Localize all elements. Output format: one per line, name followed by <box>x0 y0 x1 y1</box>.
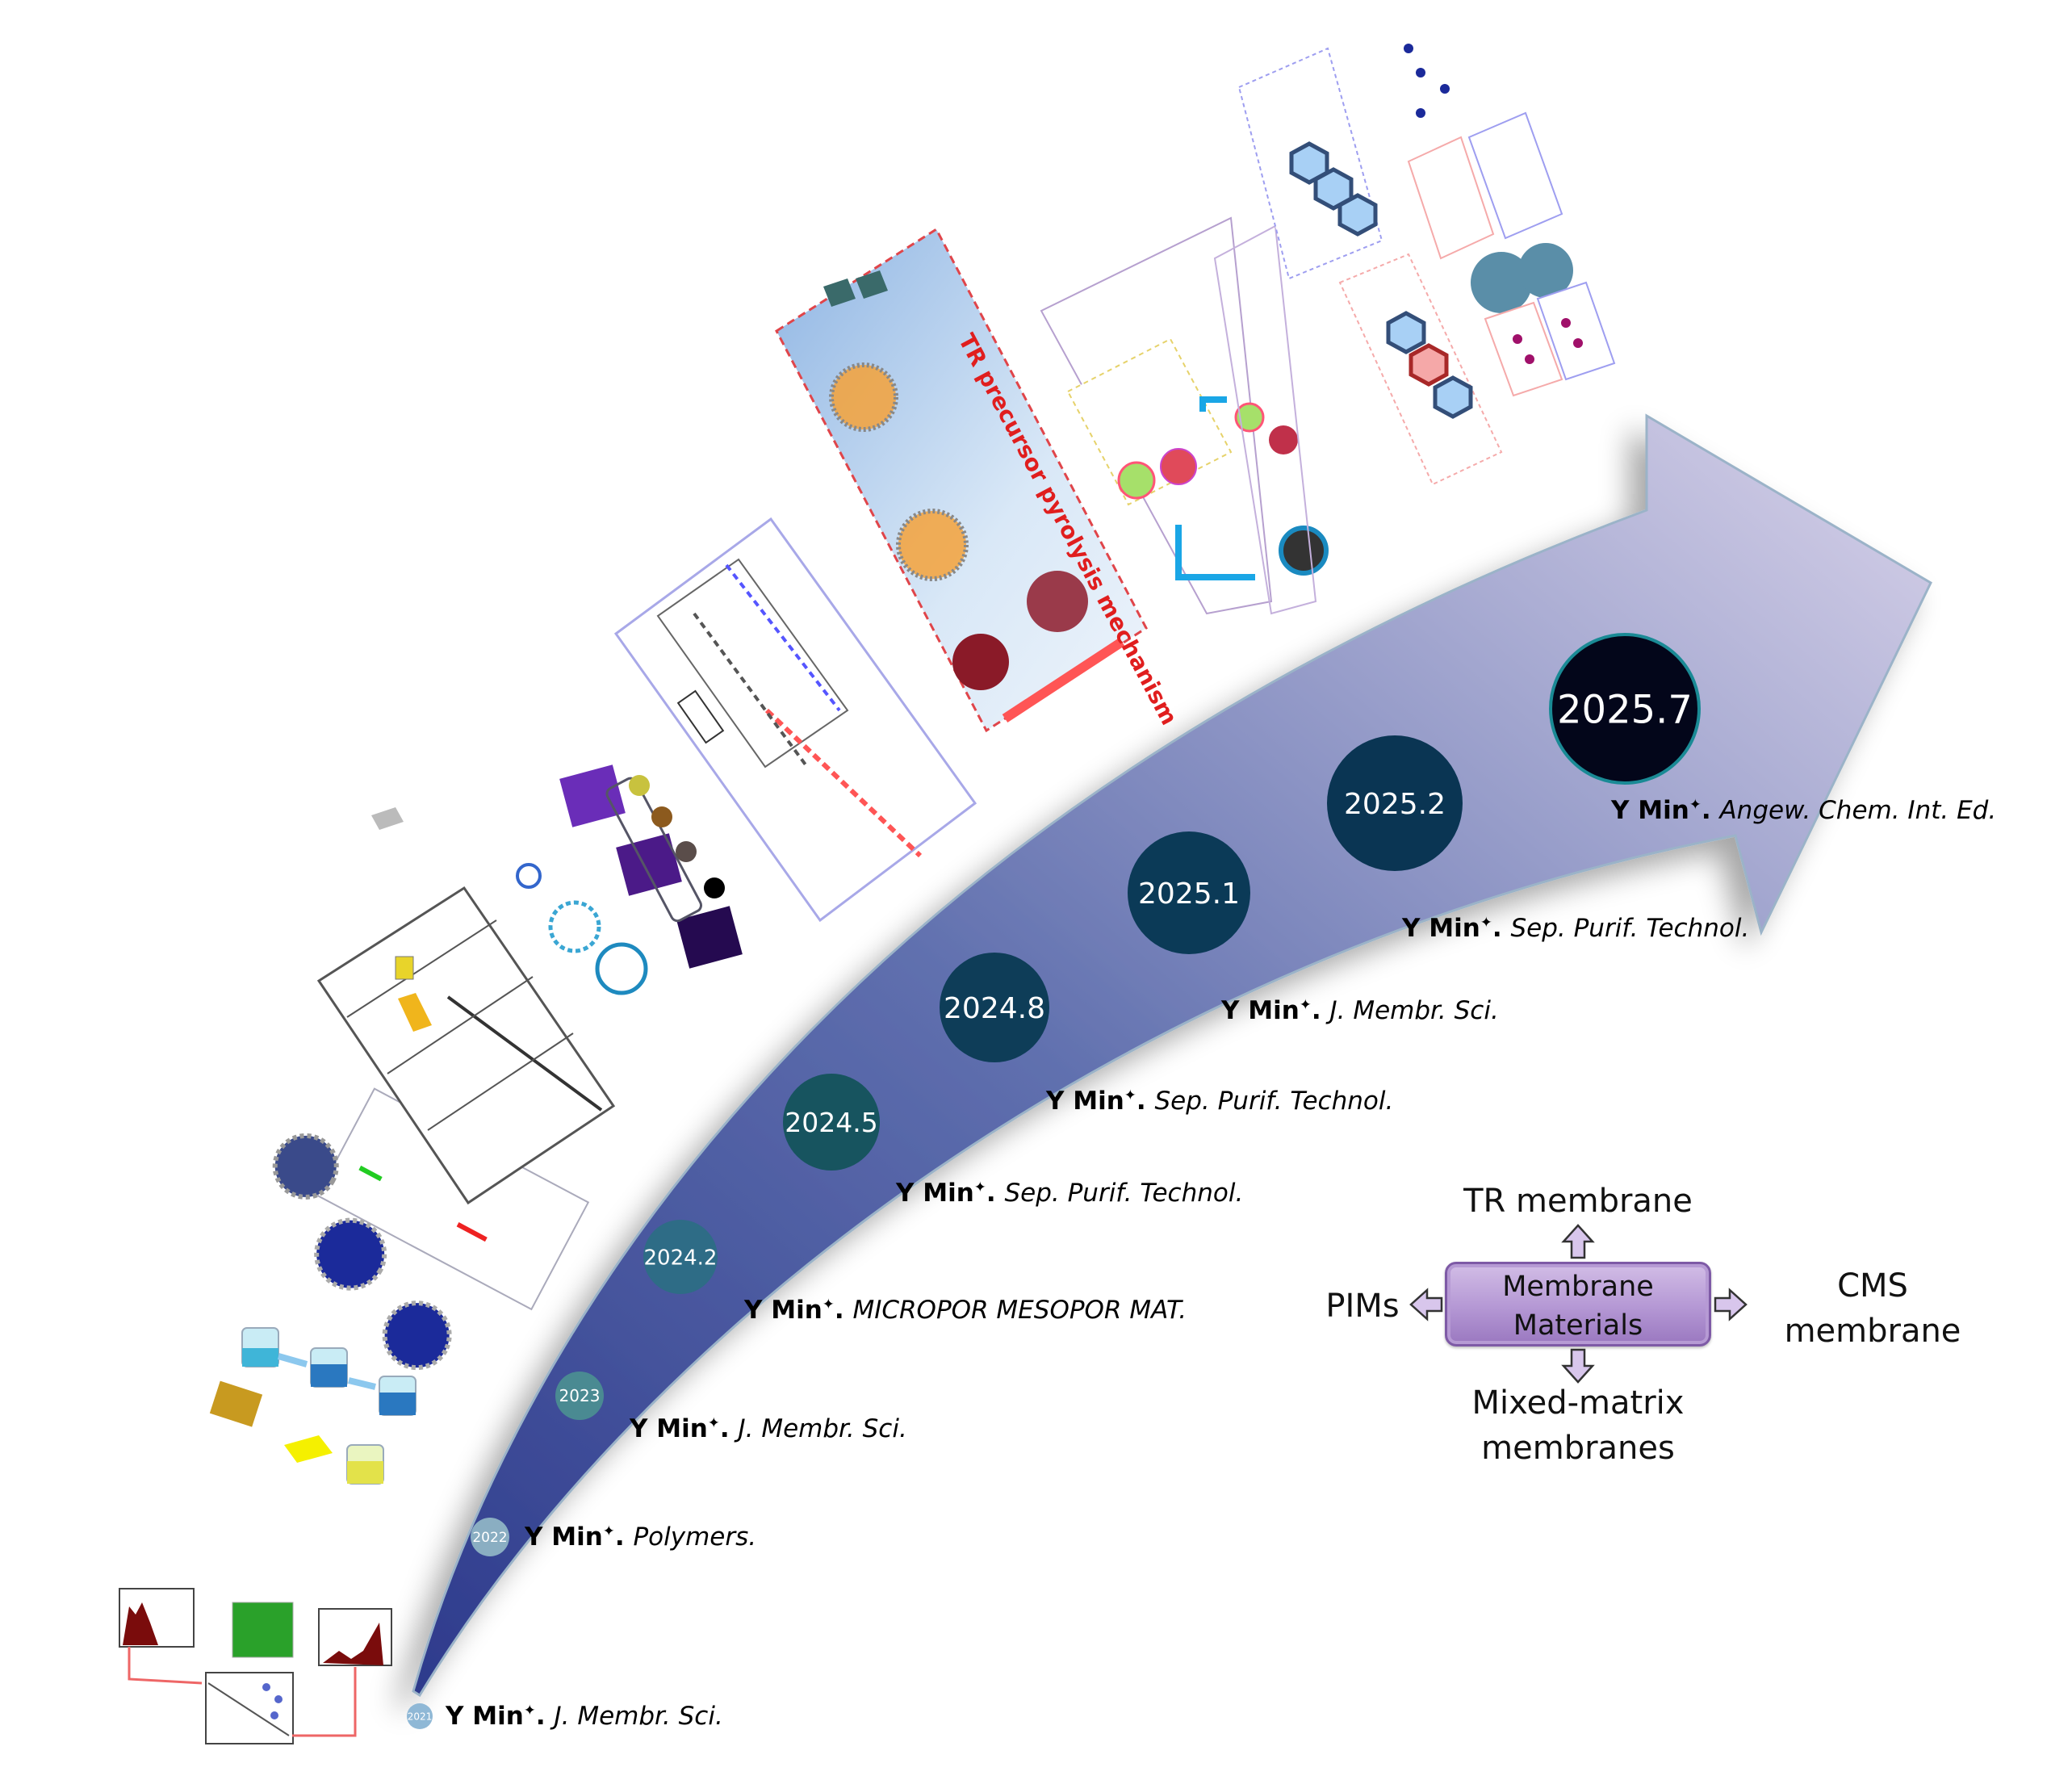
milestone-circle <box>555 1372 604 1420</box>
milestone-date: 2025.2 <box>1344 788 1446 821</box>
citation-separator: . <box>1701 796 1720 825</box>
milestone-circle <box>1327 735 1463 871</box>
citation-separator: . <box>1136 1087 1155 1116</box>
citation-separator: . <box>719 1414 739 1443</box>
citation-separator: . <box>614 1522 634 1552</box>
citation-journal: J. Membr. Sci. <box>738 1414 907 1443</box>
mmm-label-line-2: membranes <box>1481 1430 1675 1467</box>
membrane-materials-box: Membrane Materials <box>1445 1262 1711 1347</box>
milestone-circle <box>940 953 1049 1062</box>
citation-label: Y Min✦. J. Membr. Sci. <box>630 1414 907 1443</box>
figure-2024-5 <box>516 764 743 995</box>
citation-label: Y Min✦. J. Membr. Sci. <box>446 1702 723 1731</box>
milestone-date: 2024.8 <box>944 992 1045 1025</box>
citation-author: Y Min <box>1402 914 1480 943</box>
pims-label: PIMs <box>1325 1288 1400 1325</box>
citation-journal: MICROPOR MESOPOR MAT. <box>852 1296 1187 1325</box>
mmm-label-line-1: Mixed-matrix <box>1471 1384 1685 1422</box>
citation-separator: . <box>535 1702 555 1731</box>
citation-separator: . <box>986 1179 1005 1208</box>
citation-journal: Sep. Purif. Technol. <box>1510 914 1750 943</box>
citation-label: Y Min✦. J. Membr. Sci. <box>1221 996 1499 1025</box>
milestone-date: 2025.1 <box>1138 877 1240 911</box>
citation-journal: Angew. Chem. Int. Ed. <box>1719 796 1997 825</box>
citation-label: Y Min✦. Sep. Purif. Technol. <box>1402 914 1749 943</box>
citation-author: Y Min <box>1221 996 1300 1025</box>
citation-journal: J. Membr. Sci. <box>554 1702 723 1731</box>
citation-author: Y Min <box>896 1179 974 1208</box>
milestone-circle <box>643 1220 718 1294</box>
citation-label: Y Min✦. Sep. Purif. Technol. <box>1046 1087 1393 1116</box>
corresponding-author-mark: ✦ <box>973 1179 986 1196</box>
corresponding-author-mark: ✦ <box>707 1414 720 1432</box>
milestone-circle <box>407 1703 433 1729</box>
citation-author: Y Min <box>446 1702 524 1731</box>
center-line-2: Materials <box>1513 1309 1643 1342</box>
figure-2024-8 <box>613 517 977 923</box>
milestone-circle <box>1549 633 1701 785</box>
cms-label-line-2: membrane <box>1784 1313 1961 1350</box>
corresponding-author-mark: ✦ <box>602 1522 615 1540</box>
milestone-date: 2022 <box>472 1530 507 1546</box>
citation-label: Y Min✦. Sep. Purif. Technol. <box>896 1179 1243 1208</box>
citation-journal: Sep. Purif. Technol. <box>1154 1087 1394 1116</box>
citation-author: Y Min <box>1611 796 1689 825</box>
milestone-circle <box>1128 831 1250 954</box>
figure-2025-2 <box>1040 216 1329 615</box>
corresponding-author-mark: ✦ <box>1480 914 1492 932</box>
timeline-arrow <box>412 413 1932 1698</box>
citation-journal: Sep. Purif. Technol. <box>1004 1179 1244 1208</box>
corresponding-author-mark: ✦ <box>1689 796 1702 814</box>
citation-author: Y Min <box>744 1296 823 1325</box>
corresponding-author-mark: ✦ <box>1299 996 1312 1014</box>
citation-separator: . <box>1492 914 1511 943</box>
citation-label: Y Min✦. MICROPOR MESOPOR MAT. <box>744 1296 1187 1325</box>
milestone-circles: 2021 2022 2023 2024.2 2024.5 2024.8 2025.1 2025… <box>407 633 1701 1729</box>
tr-membrane-label: TR membrane <box>1463 1183 1693 1220</box>
milestone-date: 2021 <box>408 1711 433 1722</box>
figure-2024-2 <box>316 807 616 1205</box>
citation-journal: J. Membr. Sci. <box>1329 996 1499 1025</box>
milestone-date: 2024.2 <box>644 1246 718 1270</box>
milestone-date: 2025.7 <box>1557 687 1693 732</box>
figure-2022 <box>209 1327 416 1485</box>
corresponding-author-mark: ✦ <box>822 1296 835 1313</box>
citation-journal: Polymers. <box>633 1522 757 1552</box>
citation-separator: . <box>1311 996 1330 1025</box>
citation-author: Y Min <box>1046 1087 1124 1116</box>
cms-membrane-label: CMS membrane <box>1760 1263 1986 1354</box>
figure-2021 <box>119 1588 392 1744</box>
citation-separator: . <box>834 1296 853 1325</box>
mixed-matrix-membranes-label: Mixed-matrix membranes <box>1429 1380 1727 1471</box>
citation-label: Y Min✦. Polymers. <box>525 1522 756 1552</box>
citation-author: Y Min <box>630 1414 708 1443</box>
milestone-date: 2024.5 <box>785 1107 877 1138</box>
corresponding-author-mark: ✦ <box>523 1702 536 1719</box>
citation-author: Y Min <box>525 1522 603 1552</box>
milestone-circle <box>783 1074 880 1171</box>
milestone-circle <box>471 1518 509 1556</box>
milestone-date: 2023 <box>559 1386 601 1405</box>
figure-2025-7 <box>1237 44 1616 486</box>
figure-2023 <box>272 1087 590 1371</box>
corresponding-author-mark: ✦ <box>1124 1087 1136 1104</box>
citation-label: Y Min✦. Angew. Chem. Int. Ed. <box>1611 796 1996 825</box>
cms-label-line-1: CMS <box>1837 1267 1908 1305</box>
center-line-1: Membrane <box>1502 1271 1654 1303</box>
